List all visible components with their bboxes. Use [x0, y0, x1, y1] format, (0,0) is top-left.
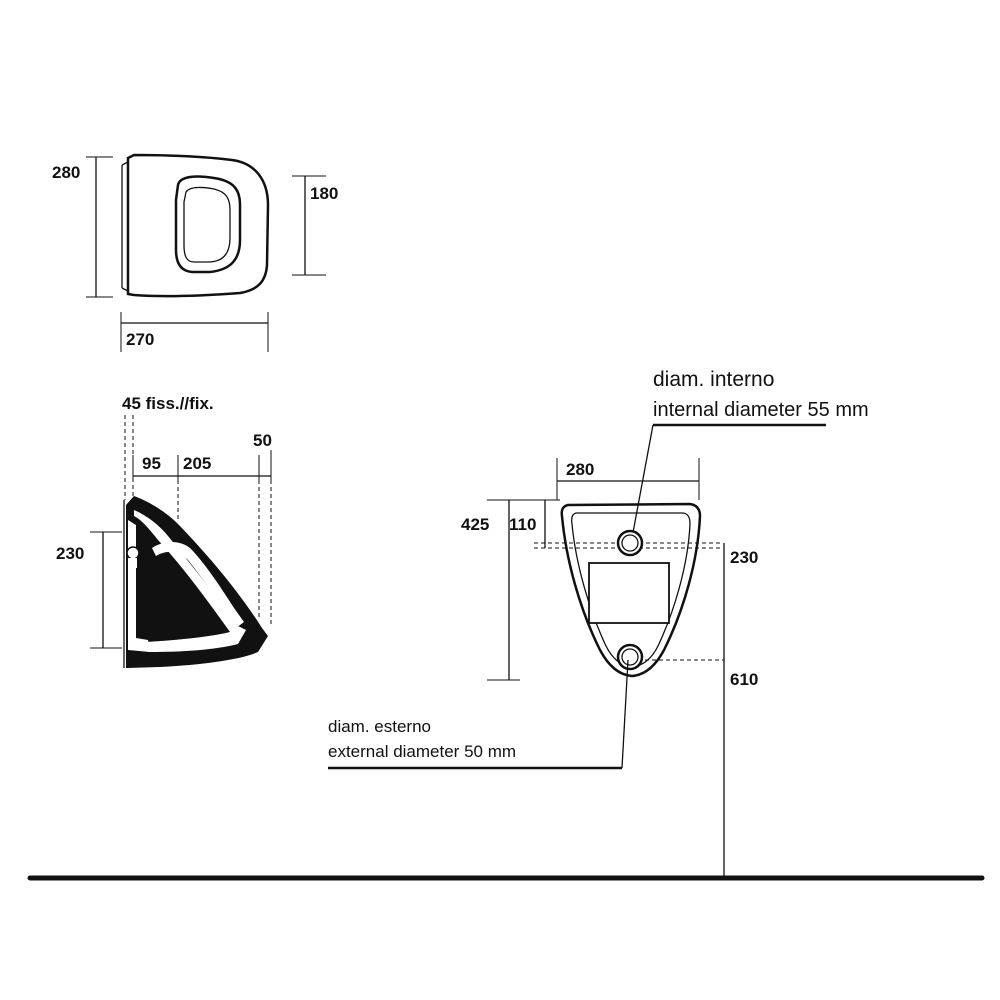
front-bowl-panel — [588, 562, 670, 624]
front-outlet-height-label: 610 — [730, 670, 758, 689]
top-view: 280 180 270 — [52, 153, 338, 352]
front-height-total-label: 425 — [461, 515, 489, 534]
side-offset-b-label: 205 — [183, 454, 211, 473]
side-offset-a-label: 95 — [142, 454, 161, 473]
front-height-inlet-label: 110 — [509, 515, 536, 534]
side-height-label: 230 — [56, 544, 84, 563]
inlet-annotation-it: diam. interno — [653, 368, 774, 391]
top-depth-label: 280 — [52, 163, 80, 182]
front-width-label: 280 — [566, 460, 594, 479]
top-width-label: 270 — [126, 330, 154, 349]
front-view: diam. interno internal diameter 55 mm 28… — [328, 368, 869, 878]
front-bowl-outline — [560, 502, 702, 678]
front-inlet-outlet-label: 230 — [730, 548, 758, 567]
outlet-annotation-en: external diameter 50 mm — [328, 742, 516, 761]
top-bowl-inner — [174, 175, 242, 274]
top-inner-depth-label: 180 — [310, 184, 338, 203]
side-fixing-label: 45 fiss.//fix. — [122, 394, 214, 413]
side-view: 45 fiss.//fix. 95 205 50 230 — [56, 394, 272, 668]
side-offset-c-label: 50 — [253, 431, 272, 450]
top-bowl-outline — [126, 153, 270, 298]
inlet-annotation-en: internal diameter 55 mm — [653, 399, 869, 421]
outlet-annotation-it: diam. esterno — [328, 717, 431, 736]
